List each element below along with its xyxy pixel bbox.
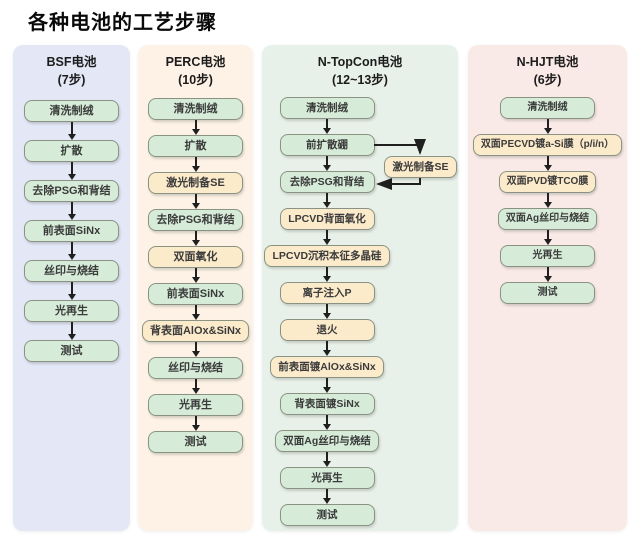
panel-topcon-flow: 清洗制绒前扩散硼去除PSG和背结 LPCVD背面氧化 LPCVD沉积本征多晶硅离子注… [262,97,392,526]
step-box-bsf-4: 前表面SiNx [24,220,119,242]
flow-arrow-down [543,119,553,134]
step-box-perc-9: 光再生 [148,394,243,416]
side-step-box: 激光制备SE [384,156,457,178]
step-box-perc-6: 前表面SiNx [148,283,243,305]
panel-perc: PERC电池 (10步) 清洗制绒扩散激光制备SE 去除PSG和背结双面氧化前表面… [138,45,253,531]
diagram-title: 各种电池的工艺步骤 [28,12,217,34]
flow-arrow-down [67,322,77,340]
panel-topcon-name: N-TopCon电池 [317,55,403,69]
step-box-topcon-6: 离子注入P [279,282,375,304]
step-box-hjt-6: 测试 [500,282,595,304]
panel-hjt-name: N-HJT电池 [516,55,579,69]
step-box-hjt-1: 清洗制绒 [500,97,595,119]
step-box-topcon-7: 退火 [279,319,375,341]
panel-topcon-header: N-TopCon电池 (12~13步) [262,54,458,89]
flow-arrow-down [191,120,201,135]
step-box-topcon-8: 前表面镀AlOx&SiNx [270,356,384,378]
step-box-bsf-1: 清洗制绒 [24,100,119,122]
step-box-perc-2: 扩散 [148,135,243,157]
flow-arrow-down [322,341,332,356]
step-box-topcon-4: LPCVD背面氧化 [279,208,375,230]
flow-arrow-down [191,194,201,209]
panel-bsf-header: BSF电池 (7步) [13,54,130,89]
flow-arrow-down [191,231,201,246]
step-box-perc-1: 清洗制绒 [148,98,243,120]
step-box-hjt-2: 双面PECVD镀a-Si膜（p/i/n） [472,134,623,156]
flow-arrow-down [322,452,332,467]
flow-arrow-down [191,342,201,357]
step-box-hjt-5: 光再生 [500,245,595,267]
panel-perc-step-count: (10步) [178,72,213,87]
panel-hjt: N-HJT电池 (6步) 清洗制绒双面PECVD镀a-Si膜（p/i/n） 双面P… [468,45,627,531]
flow-arrow-down [543,156,553,171]
step-box-bsf-3: 去除PSG和背结 [24,180,119,202]
flow-arrow-down [67,282,77,300]
flow-arrow-down [191,379,201,394]
step-box-bsf-5: 丝印与烧结 [24,260,119,282]
step-box-topcon-10: 双面Ag丝印与烧结 [275,430,379,452]
step-box-topcon-12: 测试 [279,504,375,526]
panel-perc-flow: 清洗制绒扩散激光制备SE 去除PSG和背结双面氧化前表面SiNx 背表面AlOx&S… [138,98,253,453]
step-box-perc-5: 双面氧化 [148,246,243,268]
panel-bsf-step-count: (7步) [57,72,86,87]
step-box-topcon-5: LPCVD沉积本征多晶硅 [264,245,390,267]
step-box-topcon-1: 清洗制绒 [279,97,375,119]
flow-arrow-down [322,193,332,208]
panel-hjt-header: N-HJT电池 (6步) [468,54,627,89]
step-box-topcon-11: 光再生 [279,467,375,489]
flow-arrow-down [191,157,201,172]
flow-arrow-down [322,415,332,430]
flow-arrow-down [322,489,332,504]
step-box-perc-4: 去除PSG和背结 [148,209,243,231]
flow-arrow-down [191,416,201,431]
flow-arrow-down [322,304,332,319]
flow-arrow-down [543,193,553,208]
step-box-hjt-4: 双面Ag丝印与烧结 [497,208,598,230]
flow-arrow-down [322,230,332,245]
flow-arrow-down [543,267,553,282]
flow-arrow-down [322,267,332,282]
flow-arrow-down [67,162,77,180]
flow-arrow-down [322,156,332,171]
panel-bsf-name: BSF电池 [46,55,97,69]
panel-bsf: BSF电池 (7步) 清洗制绒扩散去除PSG和背结前表面SiNx 丝印与烧结光再生… [13,45,130,531]
panel-topcon-step-count: (12~13步) [332,72,388,87]
step-box-perc-8: 丝印与烧结 [148,357,243,379]
step-box-hjt-3: 双面PVD镀TCO膜 [498,171,597,193]
panel-perc-header: PERC电池 (10步) [138,54,253,89]
step-box-perc-3: 激光制备SE [148,172,243,194]
step-box-topcon-2: 前扩散硼 [279,134,375,156]
panel-perc-name: PERC电池 [165,55,226,69]
step-box-topcon-3: 去除PSG和背结 [279,171,375,193]
step-box-bsf-7: 测试 [24,340,119,362]
step-box-perc-10: 测试 [148,431,243,453]
flow-arrow-down [67,122,77,140]
panel-topcon: N-TopCon电池 (12~13步) 清洗制绒前扩散硼去除PSG和背结 LPCV… [262,45,458,531]
flow-arrow-down [322,378,332,393]
flow-arrow-down [67,202,77,220]
step-box-bsf-6: 光再生 [24,300,119,322]
flow-arrow-down [322,119,332,134]
step-box-topcon-9: 背表面镀SiNx [279,393,375,415]
panel-hjt-flow: 清洗制绒双面PECVD镀a-Si膜（p/i/n） 双面PVD镀TCO膜双面Ag丝印… [468,97,627,304]
flow-arrow-down [191,268,201,283]
flow-arrow-down [191,305,201,320]
panel-bsf-flow: 清洗制绒扩散去除PSG和背结前表面SiNx 丝印与烧结光再生测试 [13,100,130,362]
step-box-bsf-2: 扩散 [24,140,119,162]
flow-arrow-down [543,230,553,245]
step-box-perc-7: 背表面AlOx&SiNx [141,320,250,342]
flow-arrow-down [67,242,77,260]
panel-hjt-step-count: (6步) [533,72,562,87]
